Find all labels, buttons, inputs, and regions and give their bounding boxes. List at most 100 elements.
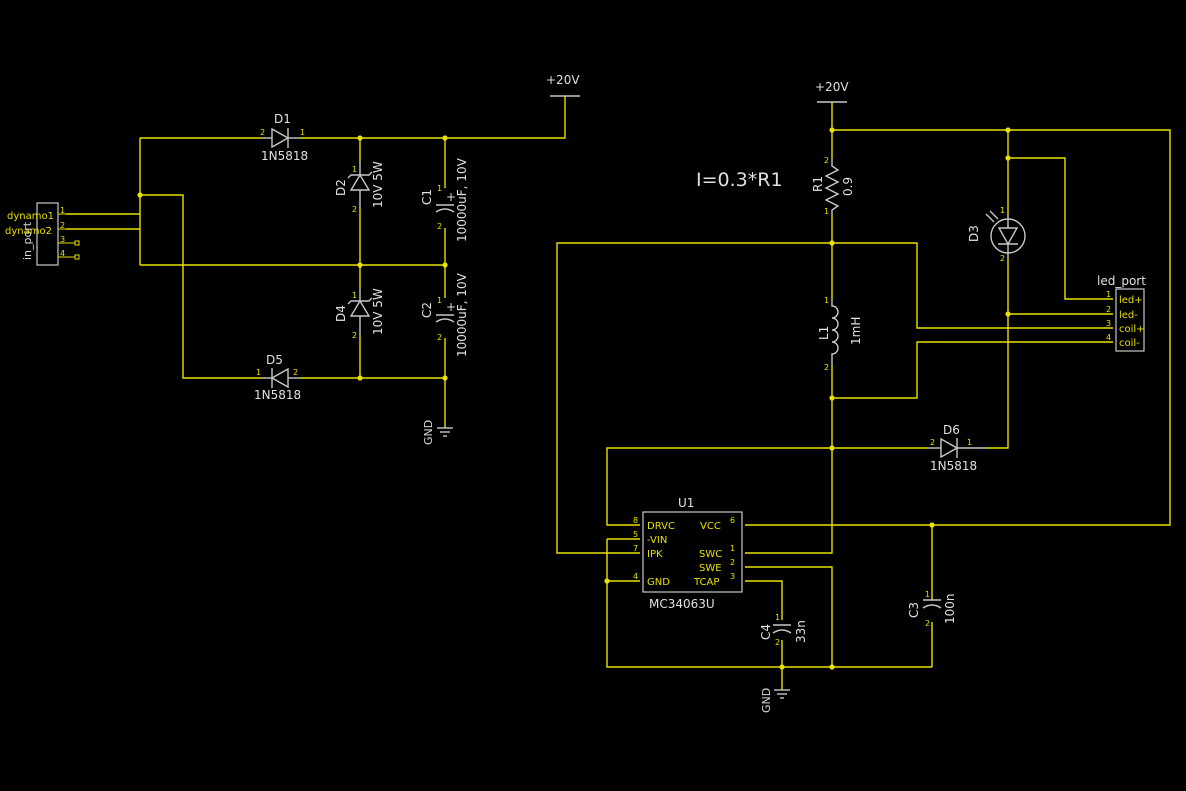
svg-text:1: 1 xyxy=(300,128,305,137)
capacitor-c4[interactable]: C4 33n 1 2 xyxy=(759,613,808,647)
svg-text:MC34063U: MC34063U xyxy=(649,597,715,611)
svg-text:1: 1 xyxy=(730,544,735,553)
connector-in-port[interactable]: 1 2 3 4 dynamo1 dynamo2 in_port xyxy=(5,202,80,266)
svg-text:1: 1 xyxy=(824,207,829,216)
svg-text:2: 2 xyxy=(352,331,357,340)
svg-text:-VIN: -VIN xyxy=(647,535,667,546)
pin-name-dynamo1: dynamo1 xyxy=(7,211,54,222)
svg-text:VCC: VCC xyxy=(700,521,721,532)
svg-text:IPK: IPK xyxy=(647,549,663,560)
svg-text:4: 4 xyxy=(1106,333,1111,342)
junction-dot xyxy=(1005,311,1011,317)
svg-text:1: 1 xyxy=(1000,206,1005,215)
pin-name-led-plus: led+ xyxy=(1119,295,1143,306)
wire-d3-column xyxy=(985,130,1009,449)
svg-text:D2: D2 xyxy=(334,179,348,196)
wire-d6-to-drvc xyxy=(606,447,928,526)
svg-text:+: + xyxy=(446,190,456,204)
svg-text:10V 5W: 10V 5W xyxy=(371,288,385,335)
wire-top-rail xyxy=(140,96,566,139)
zener-diode-d2[interactable]: D2 10V 5W 1 2 xyxy=(334,161,385,214)
diode-d1[interactable]: D1 1N5818 2 1 xyxy=(260,112,308,163)
ground-symbol-left[interactable]: GND xyxy=(422,420,453,445)
wire-node-to-d5 xyxy=(140,194,262,379)
ground-label: GND xyxy=(760,688,773,713)
svg-text:GND: GND xyxy=(647,577,670,588)
capacitor-c2[interactable]: + C2 10000uF, 10V 1 2 xyxy=(420,272,469,357)
junction-dot xyxy=(829,127,835,133)
rectifier-section: +20V GND 1 2 3 4 dynamo1 dynamo2 in_port xyxy=(5,73,580,445)
svg-text:2: 2 xyxy=(260,128,265,137)
svg-text:2: 2 xyxy=(437,333,442,342)
diode-d5[interactable]: D5 1N5818 1 2 xyxy=(254,353,301,402)
svg-text:D5: D5 xyxy=(266,353,283,367)
svg-text:1: 1 xyxy=(60,206,65,215)
capacitor-c3[interactable]: C3 100n 1 2 xyxy=(907,590,957,628)
wire-l1-out xyxy=(745,365,833,554)
svg-text:10V 5W: 10V 5W xyxy=(371,161,385,208)
svg-text:2: 2 xyxy=(60,221,65,230)
svg-text:SWC: SWC xyxy=(699,549,722,560)
junction-dot xyxy=(779,664,785,670)
junction-dot xyxy=(829,445,835,451)
svg-text:100n: 100n xyxy=(943,593,957,624)
svg-text:1: 1 xyxy=(925,590,930,599)
zener-diode-d4[interactable]: D4 10V 5W 1 2 xyxy=(334,288,385,340)
power-symbol-vplus-right[interactable]: +20V xyxy=(815,80,849,103)
wire-to-coil-minus xyxy=(832,341,1113,399)
svg-text:1N5818: 1N5818 xyxy=(930,459,977,473)
wire-to-coil-plus xyxy=(832,242,1113,329)
svg-text:2: 2 xyxy=(437,222,442,231)
svg-text:3: 3 xyxy=(730,572,735,581)
svg-text:D4: D4 xyxy=(334,305,348,322)
svg-text:C3: C3 xyxy=(907,602,921,618)
svg-text:1: 1 xyxy=(437,296,442,305)
svg-text:2: 2 xyxy=(352,205,357,214)
wire-swe xyxy=(745,566,833,667)
junction-dot xyxy=(357,375,363,381)
wire-sense-loop xyxy=(556,242,832,554)
power-label: +20V xyxy=(546,73,580,87)
svg-text:2: 2 xyxy=(293,368,298,377)
svg-text:C1: C1 xyxy=(420,189,434,205)
svg-text:TCAP: TCAP xyxy=(693,577,719,588)
svg-text:2: 2 xyxy=(1106,305,1111,314)
inductor-l1[interactable]: L1 1mH 1 2 xyxy=(817,296,863,372)
junction-dot xyxy=(442,262,448,268)
junction-dot xyxy=(829,240,835,246)
svg-text:D6: D6 xyxy=(943,423,960,437)
svg-text:DRVC: DRVC xyxy=(647,521,675,532)
led-d3[interactable]: D3 1 2 xyxy=(967,206,1026,263)
svg-text:10000uF, 10V: 10000uF, 10V xyxy=(455,157,469,242)
svg-text:5: 5 xyxy=(633,530,638,539)
svg-text:U1: U1 xyxy=(678,496,694,510)
capacitor-c1[interactable]: + C1 10000uF, 10V 1 2 xyxy=(420,157,469,242)
svg-text:1: 1 xyxy=(824,296,829,305)
junction-dot xyxy=(442,135,448,141)
ground-symbol-right[interactable]: GND xyxy=(760,688,790,713)
pin-name-dynamo2: dynamo2 xyxy=(5,226,52,237)
svg-text:2: 2 xyxy=(1000,254,1005,263)
ic-u1[interactable]: U1 MC34063U 8 5 7 4 DRVC -VIN IPK GND 6 … xyxy=(633,496,743,611)
diode-d6[interactable]: D6 1N5818 2 1 xyxy=(928,423,985,473)
junction-dot xyxy=(442,375,448,381)
junction-dot xyxy=(137,192,143,198)
svg-text:1: 1 xyxy=(1106,290,1111,299)
current-formula-annotation: I=0.3*R1 xyxy=(696,169,783,191)
svg-text:1: 1 xyxy=(967,438,972,447)
pin-name-coil-plus: coil+ xyxy=(1119,324,1145,335)
resistor-r1[interactable]: R1 0.9 2 1 xyxy=(811,156,855,216)
svg-text:1mH: 1mH xyxy=(849,317,863,345)
junction-dot xyxy=(929,522,935,528)
svg-text:1: 1 xyxy=(437,184,442,193)
connector-ref: led_port xyxy=(1097,274,1146,288)
svg-text:C2: C2 xyxy=(420,302,434,318)
svg-text:8: 8 xyxy=(633,516,638,525)
connector-led-port[interactable]: led_port 1 2 3 4 led+ led- coil+ coil- xyxy=(1097,274,1146,352)
svg-text:2: 2 xyxy=(930,438,935,447)
svg-text:6: 6 xyxy=(730,516,735,525)
power-symbol-vplus-left[interactable]: +20V xyxy=(546,73,580,97)
svg-text:1: 1 xyxy=(775,613,780,622)
pin-name-coil-minus: coil- xyxy=(1119,338,1140,349)
junction-dot xyxy=(604,578,610,584)
